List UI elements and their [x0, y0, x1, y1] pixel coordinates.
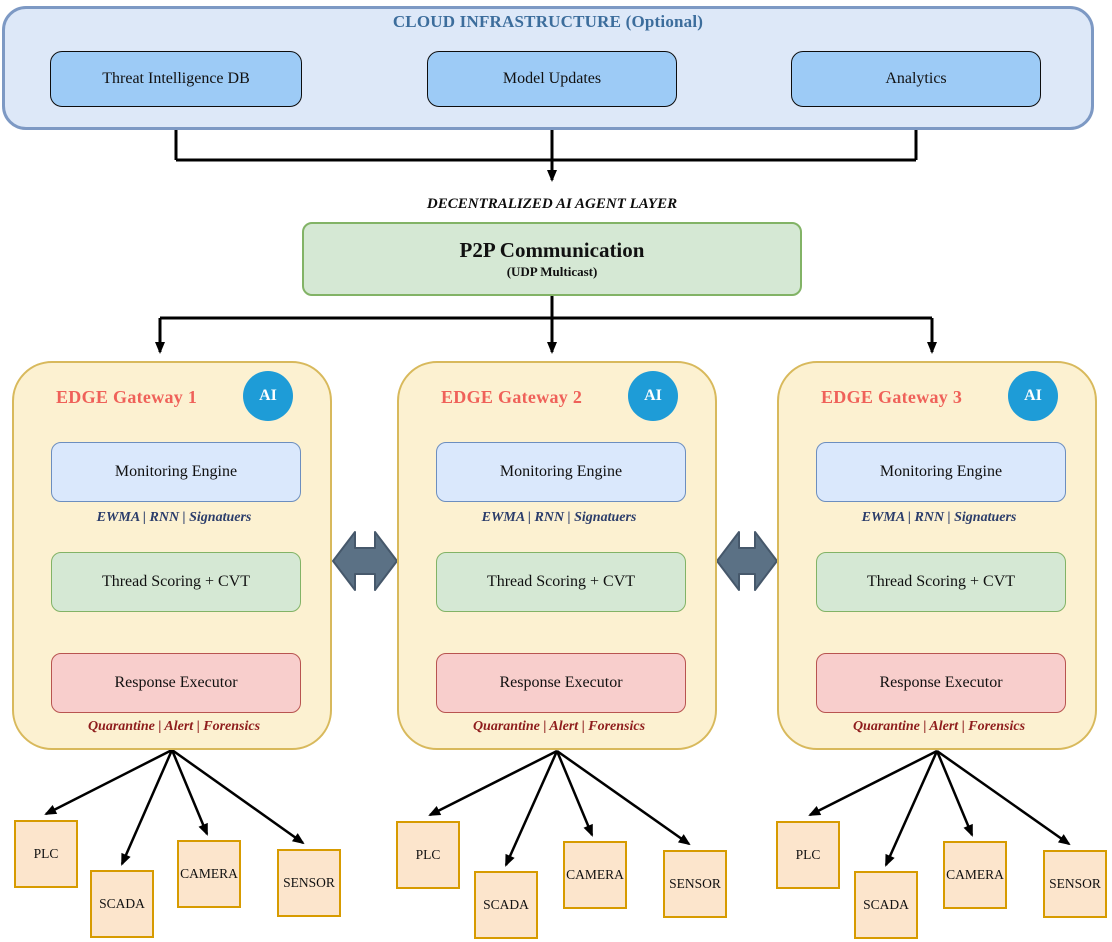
node-label: Model Updates	[502, 70, 602, 87]
response-caption: Quarantine | Alert | Forensics	[87, 719, 261, 734]
threat-scoring-box: Thread Scoring + CVT	[51, 552, 301, 612]
monitoring-engine-box: Monitoring Engine	[816, 442, 1066, 502]
edge-gateway-2: EDGE Gateway 2 AI Monitoring Engine EWMA…	[397, 361, 717, 750]
monitoring-caption: EWMA | RNN | Signatuers	[481, 510, 637, 525]
device-camera: CAMERA	[943, 841, 1007, 909]
device-plc: PLC	[396, 821, 460, 889]
gateway-title: EDGE Gateway 1	[56, 387, 198, 407]
cloud-title: CLOUD INFRASTRUCTURE (Optional)	[392, 12, 704, 31]
device-scada: SCADA	[474, 871, 538, 939]
node-model-updates: Model Updates	[427, 51, 677, 107]
p2p-title: P2P Communication	[459, 238, 645, 262]
device-sensor: SENSOR	[663, 850, 727, 918]
device-camera: CAMERA	[177, 840, 241, 908]
monitoring-caption: EWMA | RNN | Signatuers	[96, 510, 252, 525]
monitoring-engine-box: Monitoring Engine	[51, 442, 301, 502]
response-caption: Quarantine | Alert | Forensics	[852, 719, 1026, 734]
ai-badge: AI	[243, 371, 293, 421]
device-scada: SCADA	[854, 871, 918, 939]
monitoring-engine-box: Monitoring Engine	[436, 442, 686, 502]
device-sensor: SENSOR	[1043, 850, 1107, 918]
response-caption: Quarantine | Alert | Forensics	[472, 719, 646, 734]
p2p-to-gateway-connectors	[155, 296, 937, 354]
device-plc: PLC	[14, 820, 78, 888]
agent-layer-label: DECENTRALIZED AI AGENT LAYER	[426, 196, 678, 212]
node-threat-intelligence-db: Threat Intelligence DB	[50, 51, 302, 107]
node-label: Analytics	[885, 70, 947, 87]
edge-gateway-1: EDGE Gateway 1 AI Monitoring Engine EWMA…	[12, 361, 332, 750]
threat-scoring-box: Thread Scoring + CVT	[436, 552, 686, 612]
device-camera: CAMERA	[563, 841, 627, 909]
ai-badge: AI	[628, 371, 678, 421]
response-executor-box: Response Executor	[51, 653, 301, 713]
double-arrow-icon	[332, 531, 398, 591]
response-executor-box: Response Executor	[816, 653, 1066, 713]
device-plc: PLC	[776, 821, 840, 889]
gateway-title: EDGE Gateway 2	[441, 387, 583, 407]
threat-scoring-box: Thread Scoring + CVT	[816, 552, 1066, 612]
gateway-title: EDGE Gateway 3	[821, 387, 963, 407]
double-arrow-icon	[716, 531, 778, 591]
p2p-subtitle: (UDP Multicast)	[506, 264, 598, 279]
p2p-communication-box: P2P Communication (UDP Multicast)	[302, 222, 802, 296]
monitoring-caption: EWMA | RNN | Signatuers	[861, 510, 1017, 525]
device-sensor: SENSOR	[277, 849, 341, 917]
ai-badge: AI	[1008, 371, 1058, 421]
node-label: Threat Intelligence DB	[102, 70, 250, 87]
response-executor-box: Response Executor	[436, 653, 686, 713]
node-analytics: Analytics	[791, 51, 1041, 107]
device-scada: SCADA	[90, 870, 154, 938]
edge-gateway-3: EDGE Gateway 3 AI Monitoring Engine EWMA…	[777, 361, 1097, 750]
